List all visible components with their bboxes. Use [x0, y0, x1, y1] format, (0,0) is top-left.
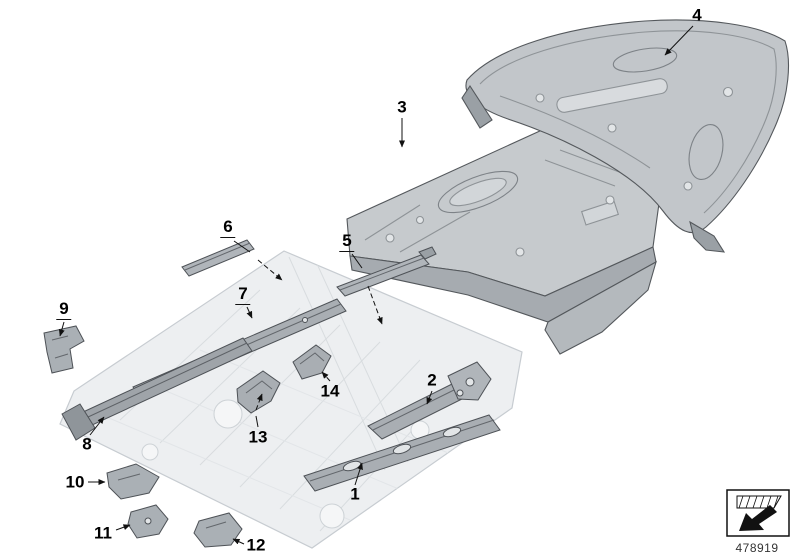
callout-5[interactable]: 5	[339, 232, 355, 252]
rails-and-brackets	[43, 239, 501, 548]
callout-11[interactable]: 11	[94, 523, 112, 543]
part-11-bracket	[127, 504, 169, 539]
part-9-bracket	[43, 325, 85, 374]
part-14-bracket	[292, 344, 332, 380]
callout-12[interactable]: 12	[246, 535, 266, 555]
callout-1[interactable]: 1	[350, 484, 360, 504]
part-6-cross-member	[181, 239, 255, 277]
callout-10[interactable]: 10	[65, 472, 85, 492]
callout-9[interactable]: 9	[56, 300, 72, 320]
rear-partition-panel	[461, 19, 789, 253]
callout-7[interactable]: 7	[235, 285, 251, 305]
part-2-support	[367, 361, 492, 440]
callout-14[interactable]: 14	[320, 381, 340, 401]
part-12-bracket	[193, 512, 243, 548]
callout-13[interactable]: 13	[248, 427, 268, 447]
direction-arrow-icon	[726, 489, 790, 537]
part-5-cross-member	[336, 246, 437, 297]
part-8-side-member	[61, 337, 253, 441]
diagram-part-number: 478919	[735, 541, 779, 555]
callout-6[interactable]: 6	[220, 218, 236, 238]
callout-3[interactable]: 3	[397, 97, 407, 117]
callout-4[interactable]: 4	[692, 5, 702, 25]
callout-2[interactable]: 2	[427, 370, 437, 390]
leader-lines	[58, 25, 694, 545]
callout-8[interactable]: 8	[82, 434, 92, 454]
part-10-bracket	[106, 463, 160, 500]
part-13-bracket	[236, 370, 281, 414]
